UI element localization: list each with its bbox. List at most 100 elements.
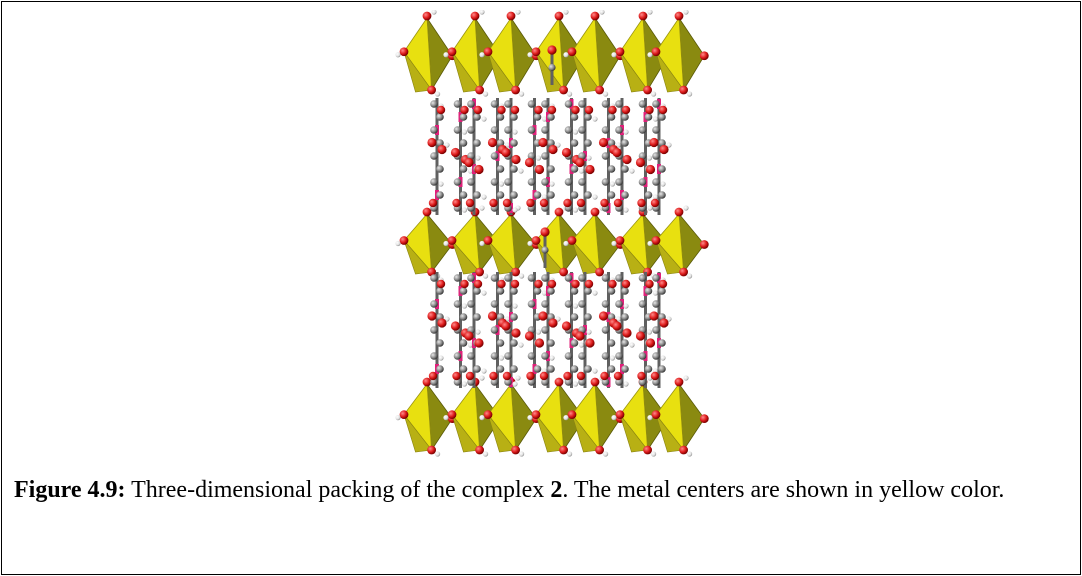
atom bbox=[615, 142, 622, 148]
atom bbox=[497, 105, 506, 115]
atom bbox=[590, 11, 600, 21]
atom bbox=[519, 451, 525, 457]
atom bbox=[535, 155, 542, 161]
atom bbox=[647, 205, 653, 211]
atom bbox=[638, 274, 647, 282]
atom bbox=[586, 329, 592, 335]
atom bbox=[436, 279, 446, 289]
figure-label: Figure 4.9: bbox=[14, 477, 126, 503]
atom bbox=[518, 168, 524, 174]
atom bbox=[443, 52, 449, 58]
atom bbox=[490, 326, 499, 334]
atom bbox=[479, 415, 485, 421]
atom bbox=[595, 85, 604, 95]
atom bbox=[465, 371, 475, 381]
atom bbox=[666, 142, 672, 148]
atom bbox=[502, 198, 512, 208]
atom bbox=[571, 279, 580, 289]
atom bbox=[584, 139, 592, 147]
atom bbox=[474, 164, 484, 175]
atom bbox=[650, 371, 660, 381]
atom bbox=[652, 274, 660, 282]
atom bbox=[496, 365, 505, 373]
atom bbox=[427, 311, 437, 321]
atom bbox=[570, 287, 579, 295]
atom bbox=[567, 91, 573, 97]
atom bbox=[533, 113, 542, 121]
atom bbox=[504, 178, 512, 186]
atom bbox=[541, 116, 548, 122]
atom bbox=[498, 355, 505, 361]
atom bbox=[534, 279, 543, 289]
atom bbox=[578, 126, 586, 134]
atom bbox=[436, 191, 444, 199]
atom bbox=[547, 139, 555, 147]
atom bbox=[481, 290, 487, 296]
atom bbox=[644, 113, 653, 121]
atom bbox=[534, 105, 543, 115]
atom bbox=[518, 342, 524, 348]
atom bbox=[490, 178, 499, 186]
atom bbox=[637, 198, 646, 208]
atom bbox=[623, 303, 629, 309]
atom bbox=[572, 303, 579, 309]
atom bbox=[527, 352, 536, 360]
atom bbox=[645, 105, 654, 115]
atom bbox=[612, 147, 622, 158]
atom bbox=[475, 329, 481, 335]
atom bbox=[683, 205, 689, 211]
complex-number: 2 bbox=[550, 477, 563, 503]
atom bbox=[578, 152, 586, 160]
atom bbox=[658, 365, 666, 373]
atom bbox=[687, 91, 693, 97]
atom bbox=[584, 313, 592, 321]
polyhedron-lower bbox=[403, 51, 433, 93]
atom bbox=[501, 321, 511, 331]
atom bbox=[567, 410, 577, 420]
atom bbox=[511, 267, 520, 277]
atom bbox=[506, 11, 516, 21]
atom bbox=[607, 191, 616, 199]
atom bbox=[430, 352, 438, 360]
polyhedron-lower bbox=[571, 414, 601, 453]
atom bbox=[578, 300, 586, 308]
atom bbox=[436, 365, 444, 373]
atom bbox=[674, 207, 684, 217]
atom bbox=[645, 164, 656, 175]
atom bbox=[459, 113, 468, 121]
atom bbox=[479, 205, 485, 211]
atom bbox=[699, 51, 709, 61]
atom bbox=[564, 274, 573, 282]
polyhedron-lower bbox=[487, 51, 517, 93]
atom bbox=[470, 11, 480, 21]
atom bbox=[629, 342, 635, 348]
atom bbox=[651, 91, 657, 97]
atom bbox=[483, 91, 489, 97]
atom bbox=[473, 113, 481, 121]
polyhedron-lower bbox=[571, 240, 601, 275]
atom bbox=[479, 240, 485, 247]
atom bbox=[473, 287, 481, 295]
atom bbox=[428, 371, 438, 381]
atom bbox=[607, 113, 616, 121]
atom bbox=[527, 152, 536, 160]
atom bbox=[504, 126, 512, 134]
atom bbox=[687, 273, 693, 279]
atom bbox=[504, 300, 512, 308]
polyhedron-lower bbox=[451, 414, 481, 453]
atom bbox=[595, 267, 604, 277]
atom bbox=[430, 178, 438, 186]
atom bbox=[501, 147, 511, 158]
atom bbox=[473, 313, 481, 321]
atom bbox=[621, 105, 631, 115]
atom bbox=[658, 113, 666, 121]
atom bbox=[621, 287, 629, 295]
atom bbox=[575, 157, 585, 168]
atom bbox=[621, 365, 629, 373]
atom bbox=[621, 139, 629, 147]
atom bbox=[621, 279, 631, 289]
atom bbox=[644, 287, 653, 295]
atom bbox=[435, 451, 441, 457]
atom bbox=[453, 274, 462, 282]
atom bbox=[395, 52, 401, 58]
